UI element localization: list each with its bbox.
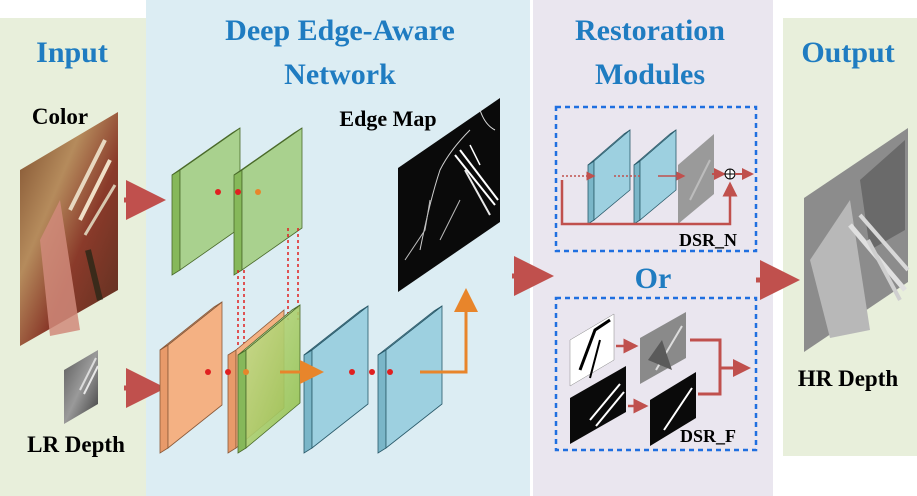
network-title-line2: Network	[284, 58, 396, 91]
dsr-f-label: DSR_F	[680, 426, 736, 446]
bottom-dot-3	[243, 369, 249, 375]
restoration-title-line2: Modules	[595, 58, 705, 91]
bottom-dot-2	[225, 369, 231, 375]
branch-connectors	[237, 228, 299, 370]
top-dot-3	[255, 189, 261, 195]
dsr-f-edge-input	[569, 313, 615, 387]
dsr-n-label: DSR_N	[679, 230, 737, 250]
bottom-dot-5	[369, 369, 375, 375]
hr-depth-label: HR Depth	[798, 366, 899, 391]
bottom-dot-1	[205, 369, 211, 375]
to-edge-map-arrow	[420, 288, 478, 374]
dsr-f-merge-arrow	[690, 338, 748, 396]
top-dot-1	[215, 189, 221, 195]
edge-map-label: Edge Map	[339, 106, 436, 131]
or-label: Or	[635, 262, 672, 295]
restoration-title-line1: Restoration	[575, 14, 725, 47]
dsr-f-depth-input	[570, 366, 626, 444]
edge-layer-1	[303, 305, 369, 454]
bottom-dot-4	[349, 369, 355, 375]
edge-map-image	[398, 98, 500, 292]
sum-icon	[724, 168, 736, 180]
color-branch-layer-1	[171, 127, 241, 276]
color-branch-layer-2	[233, 127, 303, 276]
dsr-n-box	[554, 105, 758, 253]
fused-layer	[227, 304, 301, 454]
dsr-f-intermediate-1	[640, 312, 686, 384]
edge-layer-2	[377, 305, 443, 454]
top-dot-2	[235, 189, 241, 195]
lr-depth-label: LR Depth	[27, 432, 125, 457]
color-label: Color	[32, 104, 88, 129]
network-title-line1: Deep Edge-Aware	[225, 14, 455, 47]
residual-skip-arrow	[560, 180, 738, 226]
dsr-n-output-image	[678, 134, 714, 224]
dsr-f-intermediate-2	[650, 372, 696, 446]
hr-depth-image	[804, 128, 910, 352]
dsr-f-box	[554, 296, 758, 452]
depth-branch-layer-1	[159, 301, 223, 454]
input-title: Input	[36, 36, 108, 69]
bottom-dot-6	[387, 369, 393, 375]
output-title: Output	[801, 36, 894, 69]
lr-depth-image	[64, 350, 99, 424]
color-image	[20, 112, 118, 346]
